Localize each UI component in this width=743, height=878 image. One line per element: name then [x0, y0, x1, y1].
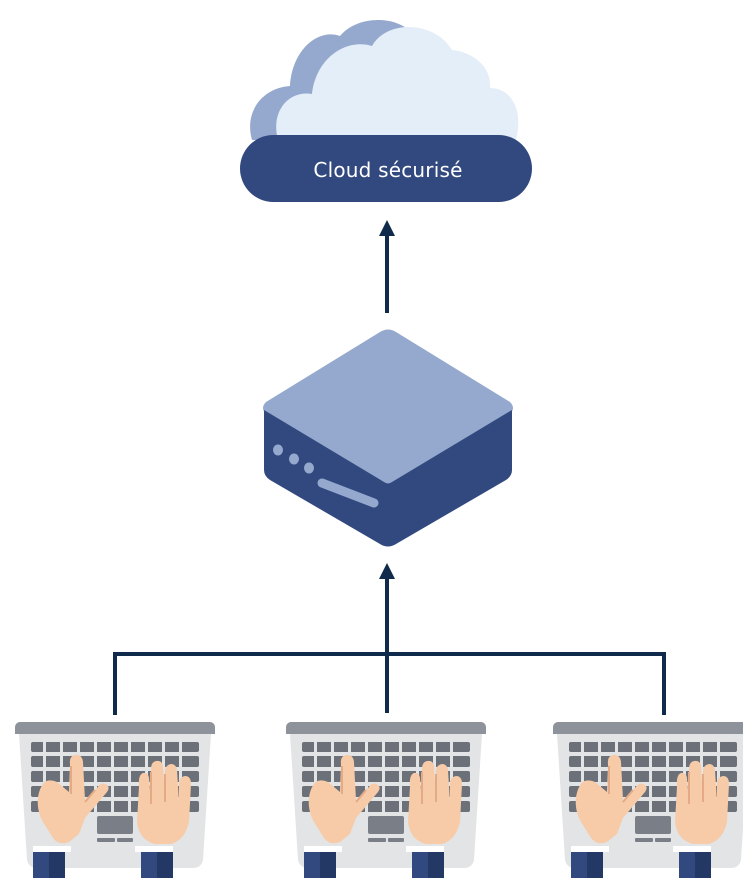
server-led-icon: [273, 444, 283, 456]
arrow-head-up-icon: [379, 220, 395, 236]
secure-cloud: Cloud sécurisé: [240, 19, 532, 202]
server-body: [264, 410, 512, 547]
laptop-left: [14, 721, 216, 878]
cloud-front-shape: [276, 26, 519, 141]
arrow-laptops-to-server: [379, 563, 395, 713]
server-led-icon: [289, 453, 299, 465]
laptop-center: [285, 721, 487, 878]
server-device: [263, 329, 513, 547]
arrow-head-up-icon: [379, 563, 395, 579]
cloud-label: Cloud sécurisé: [313, 158, 462, 182]
arrow-server-to-cloud: [379, 220, 395, 313]
server-led-icon: [304, 462, 314, 474]
cloud-label-band: [240, 135, 532, 202]
server-drive-slot: [317, 478, 379, 508]
connector-branch: [113, 652, 666, 715]
laptop-right: [552, 721, 743, 878]
